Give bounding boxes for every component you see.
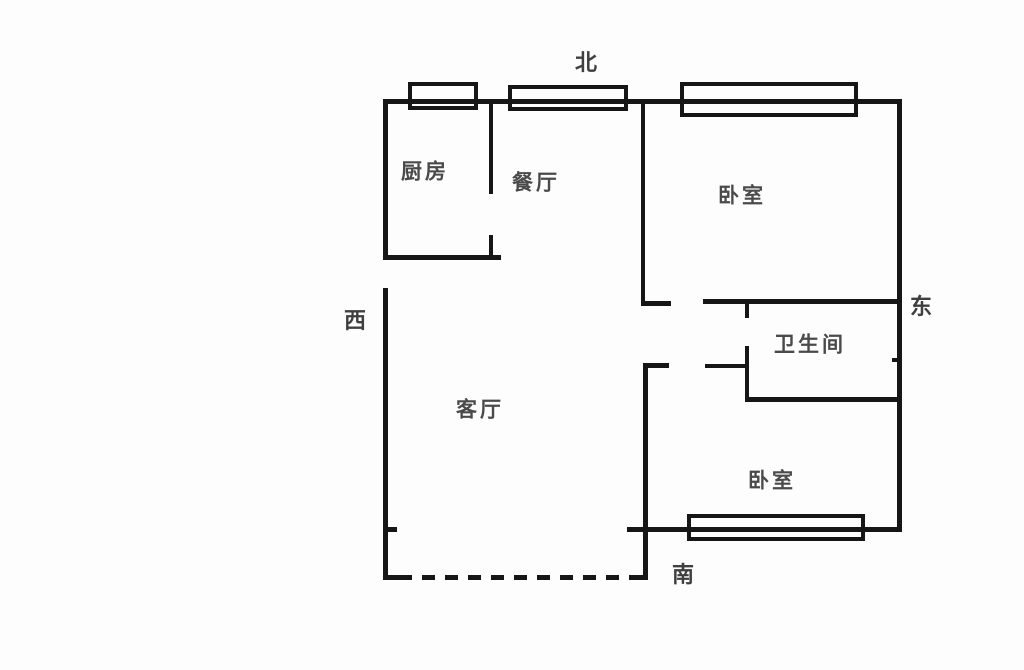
- bedroom-bath-wall: [703, 299, 902, 304]
- compass-north: 北: [574, 51, 598, 76]
- room-label-dining: 餐厅: [512, 170, 560, 195]
- bedroom-north-window: [680, 82, 858, 117]
- south-wall-east: [627, 527, 902, 532]
- west-wall-lower: [383, 288, 388, 580]
- living-divider-stub: [643, 363, 669, 368]
- kitchen-divider-lower: [489, 235, 493, 260]
- compass-west: 西: [343, 309, 367, 334]
- living-divider: [643, 363, 648, 580]
- dining-bedroom-divider: [641, 99, 645, 305]
- balcony-dashed-wall: [399, 575, 632, 580]
- room-label-living: 客厅: [456, 397, 504, 422]
- bath-door-stub: [745, 303, 749, 318]
- room-label-kitchen: 厨房: [401, 159, 449, 184]
- balcony-corner-west: [383, 575, 400, 580]
- room-label-bathroom: 卫生间: [774, 332, 846, 357]
- hall-wall: [705, 364, 749, 368]
- kitchen-window: [408, 82, 478, 110]
- bedroom-south-window: [687, 514, 865, 541]
- kitchen-divider-upper: [489, 99, 493, 194]
- room-label-bedroom-north: 卧室: [718, 183, 766, 208]
- south-wall-west-stub: [383, 527, 397, 532]
- compass-south: 南: [671, 563, 695, 588]
- west-wall-upper: [383, 99, 388, 260]
- bath-south-wall: [745, 397, 902, 402]
- east-wall-tick: [892, 358, 898, 362]
- room-label-bedroom-south: 卧室: [748, 468, 796, 493]
- bath-west-wall: [745, 346, 749, 402]
- compass-east: 东: [909, 295, 933, 320]
- east-wall: [897, 99, 902, 532]
- dining-window: [508, 85, 628, 111]
- dining-divider-foot: [641, 301, 671, 306]
- balcony-corner-east: [631, 575, 648, 580]
- kitchen-south-wall: [383, 255, 501, 260]
